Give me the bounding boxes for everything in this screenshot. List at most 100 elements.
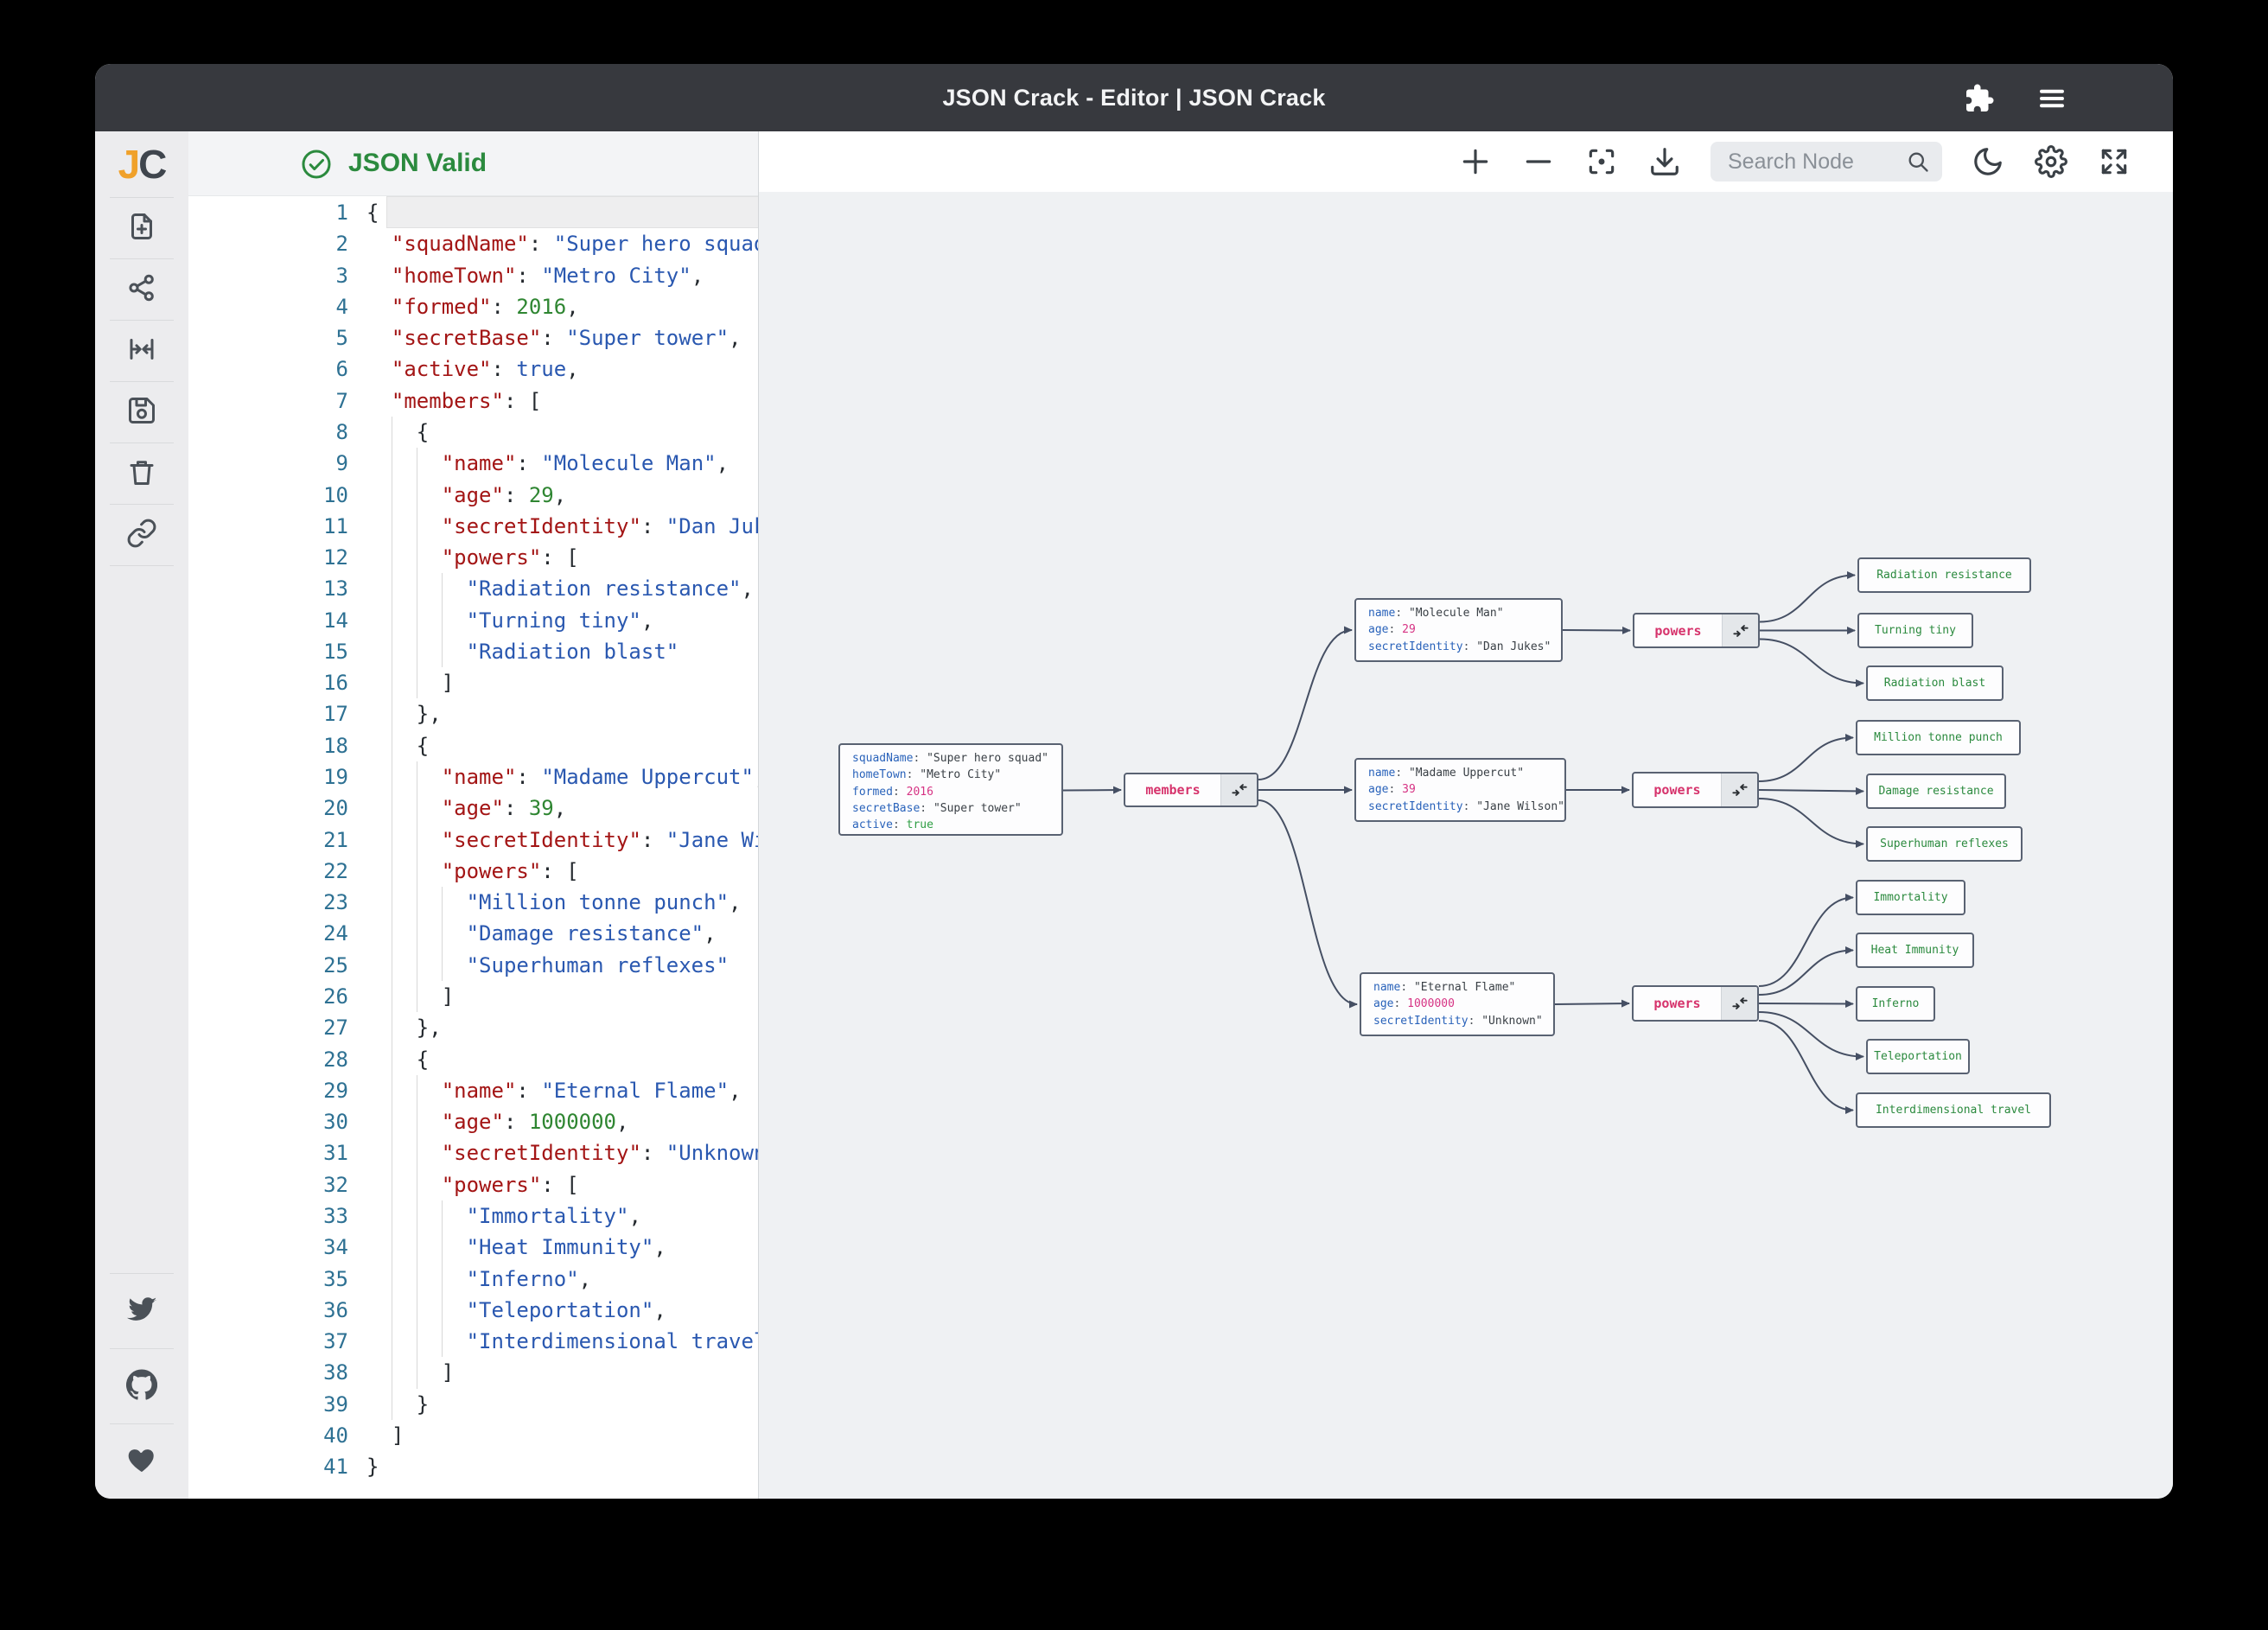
code-line[interactable]: "Superhuman reflexes" [366,949,759,982]
code-line[interactable]: } [366,1388,759,1421]
code-line[interactable]: }, [366,1012,759,1044]
line-number: 20 [323,796,348,821]
sidebar-item-twitter[interactable] [95,1274,188,1348]
sidebar-item-github[interactable] [95,1349,188,1423]
code-line[interactable]: "Radiation resistance", [366,573,759,605]
link-icon [126,518,157,553]
code-line[interactable]: "name": "Molecule Man", [366,448,759,480]
collapse-node-button[interactable] [1721,987,1757,1020]
json-valid-status: JSON Valid [348,149,487,177]
code-line[interactable]: "Turning tiny", [366,604,759,637]
graph-leaf-node[interactable]: Heat Immunity [1856,933,1974,968]
code-line[interactable]: { [366,416,759,449]
search-node-input[interactable]: Search Node [1711,142,1942,181]
line-number: 2 [335,232,348,257]
settings-button[interactable] [2034,144,2068,179]
code-line[interactable]: "formed": 2016, [391,294,579,319]
divider [110,258,174,259]
code-line[interactable]: "name": "Madame Uppercut", [366,761,759,793]
code-line[interactable]: "powers": [ [366,542,759,574]
sidebar-item-new-document[interactable] [95,198,188,258]
graph-node-powers-2[interactable]: powers [1632,772,1759,808]
sidebar-item-delete[interactable] [95,443,188,504]
code-line[interactable]: ] [366,1357,759,1389]
code-line[interactable]: "Radiation blast" [366,635,759,668]
collapse-node-button[interactable] [1220,774,1257,805]
sidebar-item-link[interactable] [95,505,188,565]
download-icon [1651,148,1679,175]
puzzle-extension-icon[interactable] [1964,83,1995,114]
code-line[interactable]: "Inferno", [366,1263,759,1296]
graph-leaf-node[interactable]: Million tonne punch [1856,720,2021,755]
code-line[interactable]: "homeTown": "Metro City", [391,263,704,288]
fullscreen-button[interactable] [2097,144,2131,179]
collapse-icon [1731,784,1748,796]
graph-leaf-node[interactable]: Interdimensional travel [1856,1092,2051,1128]
code-line[interactable]: }, [366,698,759,730]
sidebar-item-save[interactable] [95,382,188,443]
graph-leaf-node[interactable]: Damage resistance [1866,774,2006,809]
zoom-out-button[interactable] [1521,144,1556,179]
graph-leaf-node[interactable]: Radiation blast [1866,665,2004,701]
graph-node-members[interactable]: members [1124,773,1258,807]
center-view-button[interactable] [1584,144,1619,179]
graph-leaf-node[interactable]: Turning tiny [1857,613,1973,648]
code-line[interactable]: "powers": [ [366,855,759,888]
line-number: 36 [323,1297,348,1322]
graph-leaf-node[interactable]: Teleportation [1866,1039,1970,1074]
code-line[interactable]: "secretBase": "Super tower", [391,326,742,351]
graph-node-powers-3[interactable]: powers [1632,985,1759,1022]
save-icon [126,395,157,430]
code-line[interactable]: "age": 29, [366,479,759,512]
line-number: 11 [323,513,348,538]
code-line[interactable]: "squadName": "Super hero squad", [391,232,759,257]
collapse-node-button[interactable] [1721,774,1757,806]
graph-leaf-node[interactable]: Inferno [1856,986,1935,1022]
line-number: 10 [323,482,348,507]
graph-canvas[interactable]: squadName: "Super hero squad"homeTown: "… [759,192,2173,1499]
dark-mode-toggle[interactable] [1971,144,2005,179]
zoom-in-button[interactable] [1458,144,1493,179]
graph-leaf-node[interactable]: Immortality [1856,880,1965,915]
code-line[interactable]: "Damage resistance", [366,918,759,950]
code-line[interactable]: { [366,729,759,762]
graph-node-root[interactable]: squadName: "Super hero squad"homeTown: "… [838,743,1063,836]
code-line[interactable]: { [366,1043,759,1076]
graph-leaf-node[interactable]: Radiation resistance [1857,557,2031,593]
line-number: 14 [323,608,348,633]
code-line[interactable]: "age": 39, [366,793,759,825]
code-line[interactable]: "secretIdentity": "Jane Wilson", [366,824,759,856]
code-line[interactable]: "members": [ [391,388,542,413]
code-line[interactable]: "Immortality", [366,1200,759,1232]
code-line[interactable]: "name": "Eternal Flame", [366,1074,759,1107]
code-line[interactable]: "Million tonne punch", [366,887,759,919]
code-line[interactable]: "active": true, [391,357,579,382]
code-line[interactable]: "age": 1000000, [366,1106,759,1138]
code-line[interactable]: ] [366,981,759,1013]
line-number: 6 [335,357,348,382]
collapse-node-button[interactable] [1722,614,1758,646]
code-line[interactable]: "secretIdentity": "Unknown", [366,1137,759,1169]
hamburger-menu-icon[interactable] [2036,83,2067,114]
sidebar-item-compress[interactable] [95,321,188,381]
sidebar-item-share[interactable] [95,259,188,320]
graph-node-powers-1[interactable]: powers [1633,613,1760,648]
graph-leaf-node[interactable]: Superhuman reflexes [1866,826,2023,862]
download-image-button[interactable] [1647,144,1682,179]
code-line[interactable]: "Heat Immunity", [366,1232,759,1264]
code-line[interactable]: { [366,201,379,225]
code-line[interactable]: "Interdimensional travel" [366,1326,759,1358]
code-line[interactable]: "Teleportation", [366,1294,759,1327]
code-line[interactable]: ] [366,1423,405,1448]
code-line[interactable]: ] [366,667,759,699]
sidebar-item-sponsor[interactable] [95,1424,188,1499]
code-line[interactable]: } [366,1455,379,1480]
code-line[interactable]: "secretIdentity": "Dan Jukes", [366,510,759,543]
code-line[interactable]: "powers": [ [366,1168,759,1201]
